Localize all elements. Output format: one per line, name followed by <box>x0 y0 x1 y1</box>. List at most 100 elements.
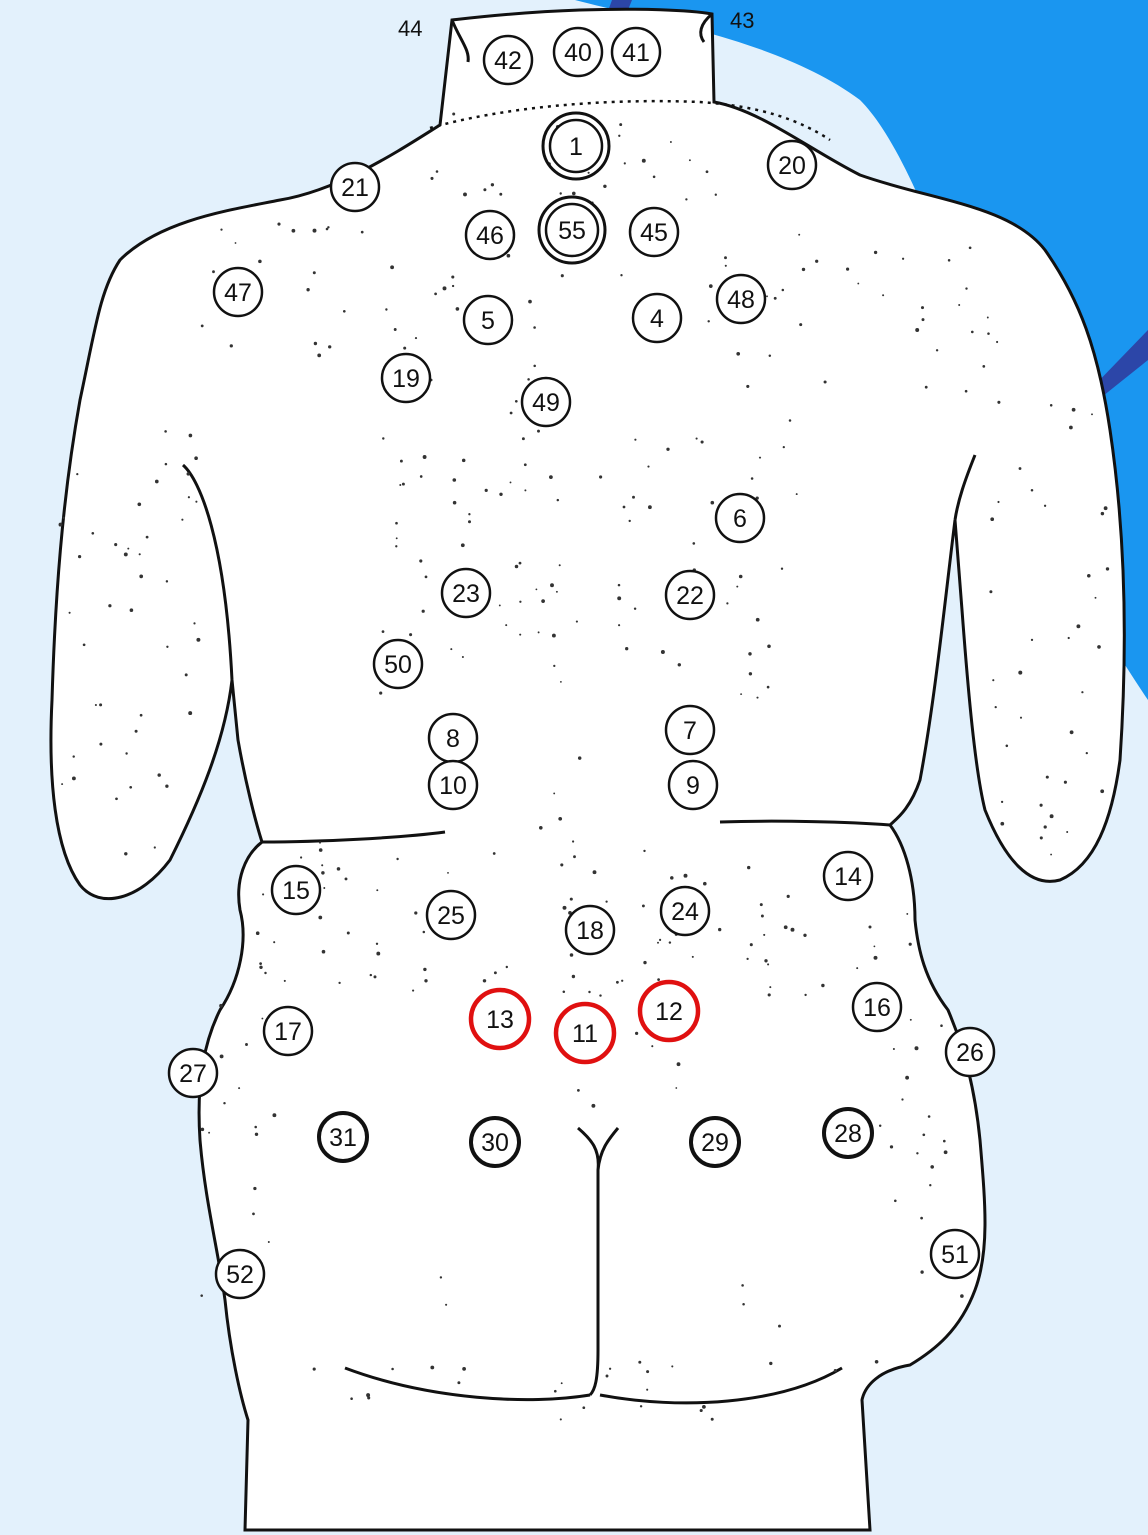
tender-point-7: 7 <box>666 706 714 754</box>
stipple-dot <box>284 980 286 982</box>
stipple-dot <box>277 223 280 226</box>
stipple-dot <box>778 1325 781 1328</box>
stipple-dot <box>740 693 742 695</box>
stipple-dot <box>711 501 715 505</box>
stipple-dot <box>494 971 497 974</box>
stipple-dot <box>300 856 302 858</box>
stipple-dot <box>154 846 156 848</box>
stipple-dot <box>553 792 555 794</box>
stipple-dot <box>208 1132 210 1134</box>
stipple-dot <box>559 564 561 566</box>
tender-point-label: 7 <box>683 717 697 745</box>
stipple-dot <box>921 306 924 309</box>
stipple-dot <box>702 1405 706 1409</box>
stipple-dot <box>165 463 168 466</box>
stipple-dot <box>396 858 398 860</box>
stipple-dot <box>376 952 380 956</box>
tender-point-label: 14 <box>834 863 862 891</box>
stipple-dot <box>782 289 785 292</box>
stipple-dot <box>457 1381 460 1384</box>
stipple-dot <box>108 604 111 607</box>
stipple-dot <box>1031 489 1034 492</box>
stipple-dot <box>463 192 467 196</box>
stipple-dot <box>746 958 748 960</box>
stipple-dot <box>1020 717 1022 719</box>
stipple-dot <box>1095 597 1097 599</box>
tender-point-label: 29 <box>701 1129 729 1157</box>
stipple-dot <box>557 499 559 501</box>
stipple-dot <box>541 599 545 603</box>
stipple-dot <box>515 400 518 403</box>
stipple-dot <box>219 1004 223 1008</box>
stipple-dot <box>272 1113 276 1117</box>
stipple-dot <box>345 877 348 880</box>
stipple-dot <box>1040 804 1043 807</box>
stipple-dot <box>245 1043 248 1046</box>
tender-point-label: 18 <box>576 917 604 945</box>
stipple-dot <box>700 1409 703 1412</box>
tender-point-label: 25 <box>437 902 465 930</box>
stipple-dot <box>549 475 553 479</box>
tender-point-16: 16 <box>853 983 901 1031</box>
stipple-dot <box>423 968 426 971</box>
tender-point-label: 48 <box>727 286 755 314</box>
stipple-dot <box>528 300 532 304</box>
stipple-dot <box>412 990 414 992</box>
stipple-dot <box>868 925 871 928</box>
stipple-dot <box>524 463 527 466</box>
stipple-dot <box>802 268 805 271</box>
stipple-dot <box>706 170 709 173</box>
stipple-dot <box>763 934 765 936</box>
stipple-dot <box>181 519 183 521</box>
stipple-dot <box>783 446 785 448</box>
stipple-dot <box>856 967 858 969</box>
stipple-dot <box>124 552 128 556</box>
stipple-dot <box>578 756 581 759</box>
stipple-dot <box>1044 825 1047 828</box>
stipple-dot <box>922 1133 925 1136</box>
stipple-dot <box>499 604 501 606</box>
stipple-dot <box>462 459 466 463</box>
tender-point-10: 10 <box>429 761 477 809</box>
stipple-dot <box>63 517 65 519</box>
stipple-dot <box>634 439 636 441</box>
stipple-dot <box>669 941 671 943</box>
tender-point-label: 12 <box>655 998 683 1026</box>
stipple-dot <box>605 900 607 902</box>
stipple-dot <box>1001 801 1003 803</box>
tender-point-label: 28 <box>834 1120 862 1148</box>
stipple-dot <box>894 1200 897 1203</box>
stipple-dot <box>930 1165 934 1169</box>
stipple-dot <box>796 493 798 495</box>
stipple-dot <box>382 437 384 439</box>
tender-point-26: 26 <box>946 1028 994 1076</box>
stipple-dot <box>1097 645 1101 649</box>
stipple-dot <box>599 994 601 996</box>
stipple-dot <box>739 575 743 579</box>
tender-point-label: 45 <box>640 219 668 247</box>
stipple-dot <box>1006 745 1009 748</box>
stipple-dot <box>519 634 521 636</box>
tender-point-label: 4 <box>650 305 664 333</box>
stipple-dot <box>166 580 168 582</box>
stipple-dot <box>1064 781 1067 784</box>
tender-point-label: 50 <box>384 651 412 679</box>
stipple-dot <box>319 841 321 843</box>
tender-point-label: 11 <box>572 1020 598 1048</box>
stipple-dot <box>879 1125 881 1127</box>
tender-point-23: 23 <box>442 569 490 617</box>
stipple-dot <box>403 347 406 350</box>
stipple-dot <box>254 1126 257 1129</box>
stipple-dot <box>194 456 198 460</box>
stipple-dot <box>638 1361 641 1364</box>
stipple-dot <box>306 288 309 291</box>
stipple-dot <box>235 242 237 244</box>
tender-point-label: 15 <box>282 877 310 905</box>
tender-point-label: 21 <box>341 174 369 202</box>
tender-point-label: 19 <box>392 365 420 393</box>
stipple-dot <box>99 703 102 706</box>
tender-point-label: 40 <box>564 39 592 67</box>
tender-point-45: 45 <box>630 208 678 256</box>
stipple-dot <box>759 457 761 459</box>
